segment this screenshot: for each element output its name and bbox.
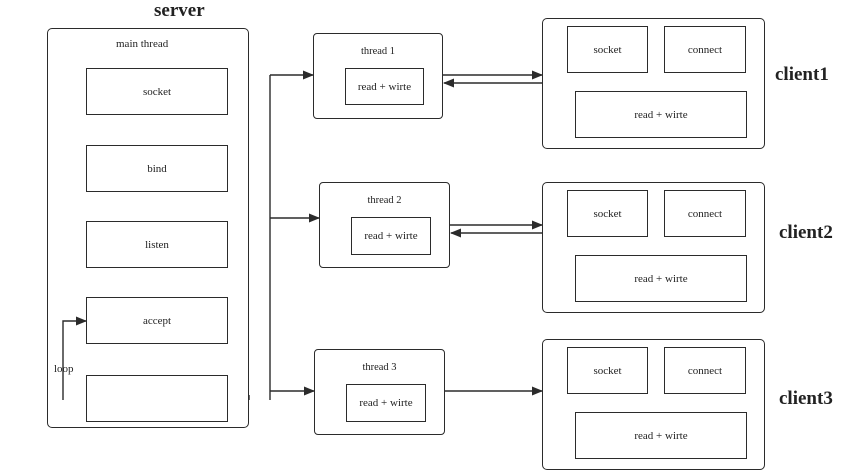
client-3-title: client3 (779, 388, 833, 409)
server-step-socket: socket (86, 68, 228, 115)
connector-lines (62, 70, 544, 400)
main-thread-label: main thread (116, 38, 169, 50)
client-2-title: client2 (779, 222, 833, 243)
thread-1-read-write: read + wirte (345, 68, 424, 105)
server-trunk-line (248, 75, 271, 400)
thread-1-label: thread 1 (360, 46, 396, 57)
server-step-listen: listen (86, 221, 228, 268)
client-3-read-write: read + wirte (575, 412, 747, 459)
client-1-read-write: read + wirte (575, 91, 747, 138)
client-2-box (542, 182, 765, 313)
client-2-connect: connect (664, 190, 746, 237)
thread-3-label: thread 3 (362, 362, 397, 373)
client-1-socket: socket (567, 26, 648, 73)
client-1-box (542, 18, 765, 149)
server-step-bind: bind (86, 145, 228, 192)
loop-label: loop (54, 363, 74, 375)
server-step-5 (86, 375, 228, 422)
thread-2-read-write: read + wirte (351, 217, 431, 255)
client-2-read-write: read + wirte (575, 255, 747, 302)
client-1-connect: connect (664, 26, 746, 73)
client-1-title: client1 (775, 64, 829, 85)
server-title: server (154, 0, 205, 21)
client-3-socket: socket (567, 347, 648, 394)
server-step-accept: accept (86, 297, 228, 344)
thread-3-read-write: read + wirte (346, 384, 426, 422)
client-3-connect: connect (664, 347, 746, 394)
thread-2-label: thread 2 (367, 195, 402, 206)
loop-arrow (62, 316, 88, 400)
client-2-socket: socket (567, 190, 648, 237)
